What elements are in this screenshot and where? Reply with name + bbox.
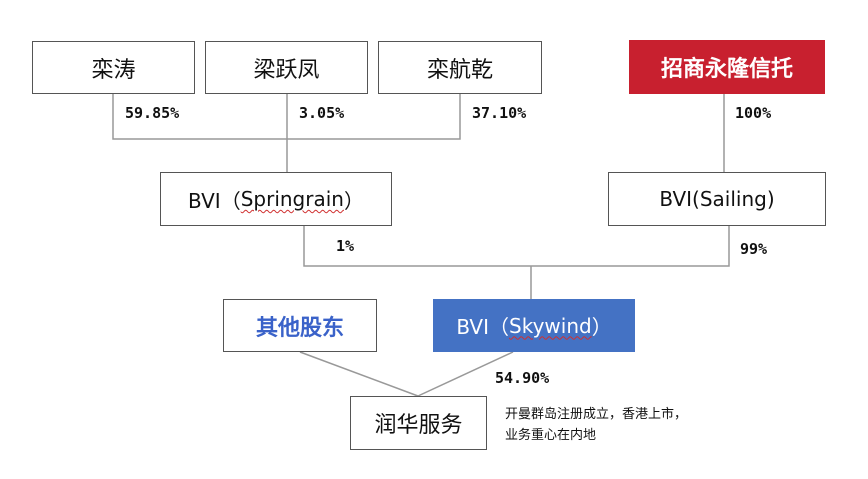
connector-bvi-bracket bbox=[303, 226, 730, 267]
box-liang-yuefeng: 梁跃凤 bbox=[205, 41, 368, 94]
label-bvi-skywind-name: Skywind bbox=[509, 313, 592, 338]
pct-cmb-trust: 100% bbox=[735, 104, 772, 122]
pct-luan-tao: 59.85% bbox=[125, 104, 180, 122]
note-line-1: 开曼群岛注册成立，香港上市， bbox=[505, 407, 688, 422]
note-line-2: 业务重心在内地 bbox=[505, 428, 597, 443]
label-bvi-sailing-name: Sailing bbox=[699, 187, 767, 211]
box-bvi-springrain: BVI（Springrain） bbox=[160, 172, 392, 226]
label-bvi-springrain-prefix: BVI（ bbox=[188, 188, 241, 213]
pct-luan-hangqian: 37.10% bbox=[472, 104, 527, 122]
label-luan-tao: 栾涛 bbox=[91, 57, 136, 83]
box-bvi-skywind: BVI（Skywind） bbox=[433, 299, 635, 352]
pct-sailing: 99% bbox=[740, 240, 768, 258]
box-runhua-services: 润华服务 bbox=[350, 396, 487, 450]
label-bvi-springrain-name: Springrain bbox=[240, 187, 344, 211]
label-liang-yuefeng: 梁跃凤 bbox=[253, 57, 320, 83]
connector-skywind-runhua bbox=[417, 351, 514, 397]
box-luan-hangqian: 栾航乾 bbox=[378, 41, 542, 94]
label-bvi-skywind-prefix: BVI（ bbox=[456, 315, 509, 339]
label-cmb-trust: 招商永隆信托 bbox=[660, 57, 793, 82]
connector-other-runhua bbox=[299, 351, 419, 397]
pct-springrain: 1% bbox=[336, 237, 355, 255]
label-bvi-skywind-suffix: ） bbox=[591, 315, 612, 339]
box-cmb-trust: 招商永隆信托 bbox=[629, 40, 825, 94]
label-bvi-springrain-suffix: ） bbox=[343, 188, 364, 213]
label-bvi-sailing-suffix: ) bbox=[766, 187, 775, 211]
box-bvi-sailing: BVI(Sailing) bbox=[608, 172, 826, 226]
box-luan-tao: 栾涛 bbox=[32, 41, 195, 94]
pct-liang-yuefeng: 3.05% bbox=[299, 104, 345, 122]
box-other-shareholders: 其他股东 bbox=[223, 299, 377, 352]
label-bvi-sailing-prefix: BVI( bbox=[659, 187, 700, 211]
label-luan-hangqian: 栾航乾 bbox=[426, 57, 493, 83]
label-other-shareholders: 其他股东 bbox=[255, 315, 344, 341]
pct-skywind: 54.90% bbox=[495, 369, 550, 387]
label-runhua-services: 润华服务 bbox=[374, 413, 463, 438]
note-runhua: 开曼群岛注册成立，香港上市， 业务重心在内地 bbox=[505, 404, 687, 446]
